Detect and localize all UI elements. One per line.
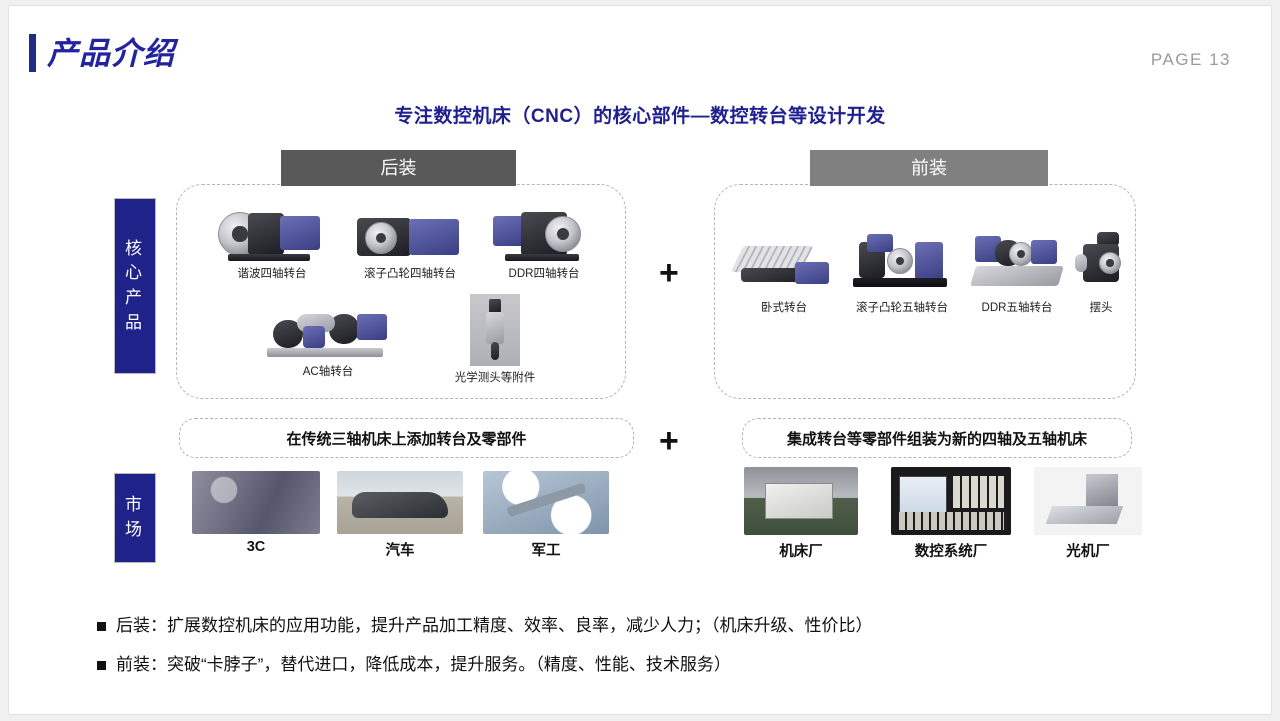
product-label: AC轴转台 [302,366,354,378]
side-label-char: 市 [125,495,145,515]
market-automobile[interactable]: 汽车 [337,471,463,560]
consumer-electronics-photo [192,471,320,534]
side-label-market: 市 场 [114,473,156,563]
product-label: 光学测头等附件 [454,372,536,384]
cnc-keypad-lower [899,511,1004,530]
product-swing-head[interactable]: 摆头 [1071,228,1131,315]
page-number-label: PAGE 13 [1150,50,1231,69]
bullet-text: 后装：扩展数控机床的应用功能，提升产品加工精度、效率、良率，减少人力；（机床升级… [116,616,873,635]
optical-machine-photo [1034,467,1142,535]
bullet-square-icon [97,660,106,670]
rotary-table-ddr-icon [485,204,603,262]
cnc-keypad-upper [953,475,1004,509]
market-machine-tool-factory[interactable]: 机床厂 [744,467,858,561]
product-label: DDR四轴转台 [508,268,580,280]
product-panel-oem [714,184,1136,399]
product-ddr-rotary-table[interactable]: DDR四轴转台 [485,204,603,281]
military-aircraft-photo [483,471,609,534]
side-label-char: 产 [125,288,145,307]
market-label: 光机厂 [1066,544,1110,560]
swing-head-icon [1071,228,1131,296]
side-label-char: 品 [125,312,145,332]
market-label: 汽车 [385,543,415,559]
rotary-table-harmonic-icon [206,204,338,262]
description-box-retrofit: 在传统三轴机床上添加转台及零部件 [179,418,634,458]
slide-canvas: 产品介绍 PAGE 13 专注数控机床（CNC）的核心部件—数控转台等设计开发 … [8,5,1272,715]
side-label-char: 心 [125,263,145,283]
product-rollercam-rotary-table[interactable]: 滚子凸轮四轴转台 [339,204,481,281]
section-banner-retrofit: 后装 [281,150,516,186]
automobile-photo [337,471,463,534]
bullet-list: 后装：扩展数控机床的应用功能，提升产品加工精度、效率、良率，减少人力；（机床升级… [97,614,873,691]
cnc-controller-photo [891,467,1011,535]
market-label: 军工 [531,543,561,559]
plus-icon-products: + [659,254,679,292]
product-five-axis-ddr[interactable]: DDR五轴转台 [965,228,1069,315]
product-label: 谐波四轴转台 [237,268,307,280]
rotary-table-rollercam-icon [339,204,481,262]
title-label: 产品介绍 [47,35,175,71]
description-box-oem: 集成转台等零部件组装为新的四轴及五轴机床 [742,418,1132,458]
market-cnc-system-factory[interactable]: 数控系统厂 [891,467,1011,561]
product-harmonic-rotary-table[interactable]: 谐波四轴转台 [206,204,338,281]
market-3c[interactable]: 3C [192,471,320,555]
five-axis-ddr-icon [965,228,1069,296]
bullet-square-icon [97,622,106,631]
product-five-axis-rollercam[interactable]: 滚子凸轮五轴转台 [841,228,963,315]
plus-icon-descriptions: + [659,422,679,460]
rotary-table-ac-axis-icon [259,298,397,360]
bullet-text: 前装：突破“卡脖子”，替代进口，降低成本，提升服务。（精度、性能、技术服务） [116,654,731,674]
section-banner-oem: 前装 [810,150,1048,186]
product-ac-axis-rotary-table[interactable]: AC轴转台 [259,298,397,379]
page-title: 产品介绍 [29,34,175,72]
market-label: 机床厂 [779,544,823,560]
product-label: 滚子凸轮四轴转台 [364,268,456,280]
title-accent-bar [29,34,36,72]
horizontal-rotary-table-icon [730,234,837,296]
product-horizontal-rotary-table[interactable]: 卧式转台 [730,234,837,315]
market-label: 数控系统厂 [914,544,988,560]
market-optical-machine-factory[interactable]: 光机厂 [1034,467,1142,561]
optical-probe-icon [470,294,520,366]
list-item: 前装：突破“卡脖子”，替代进口，降低成本，提升服务。（精度、性能、技术服务） [97,653,873,678]
product-label: 滚子凸轮五轴转台 [856,302,948,314]
subtitle-label: 专注数控机床（CNC）的核心部件—数控转台等设计开发 [394,106,886,127]
side-label-core-products: 核 心 产 品 [114,198,156,374]
market-label: 3C [246,539,266,555]
side-label-char: 场 [125,520,145,539]
list-item: 后装：扩展数控机床的应用功能，提升产品加工精度、效率、良率，减少人力；（机床升级… [97,614,873,639]
five-axis-rollercam-icon [841,228,963,296]
side-label-char: 核 [125,238,145,258]
machine-tool-factory-photo [744,467,858,535]
product-label: DDR五轴转台 [981,302,1053,314]
product-label: 摆头 [1089,302,1113,314]
product-optical-probe[interactable]: 光学测头等附件 [433,294,557,385]
market-military[interactable]: 军工 [483,471,609,560]
product-label: 卧式转台 [761,302,807,314]
